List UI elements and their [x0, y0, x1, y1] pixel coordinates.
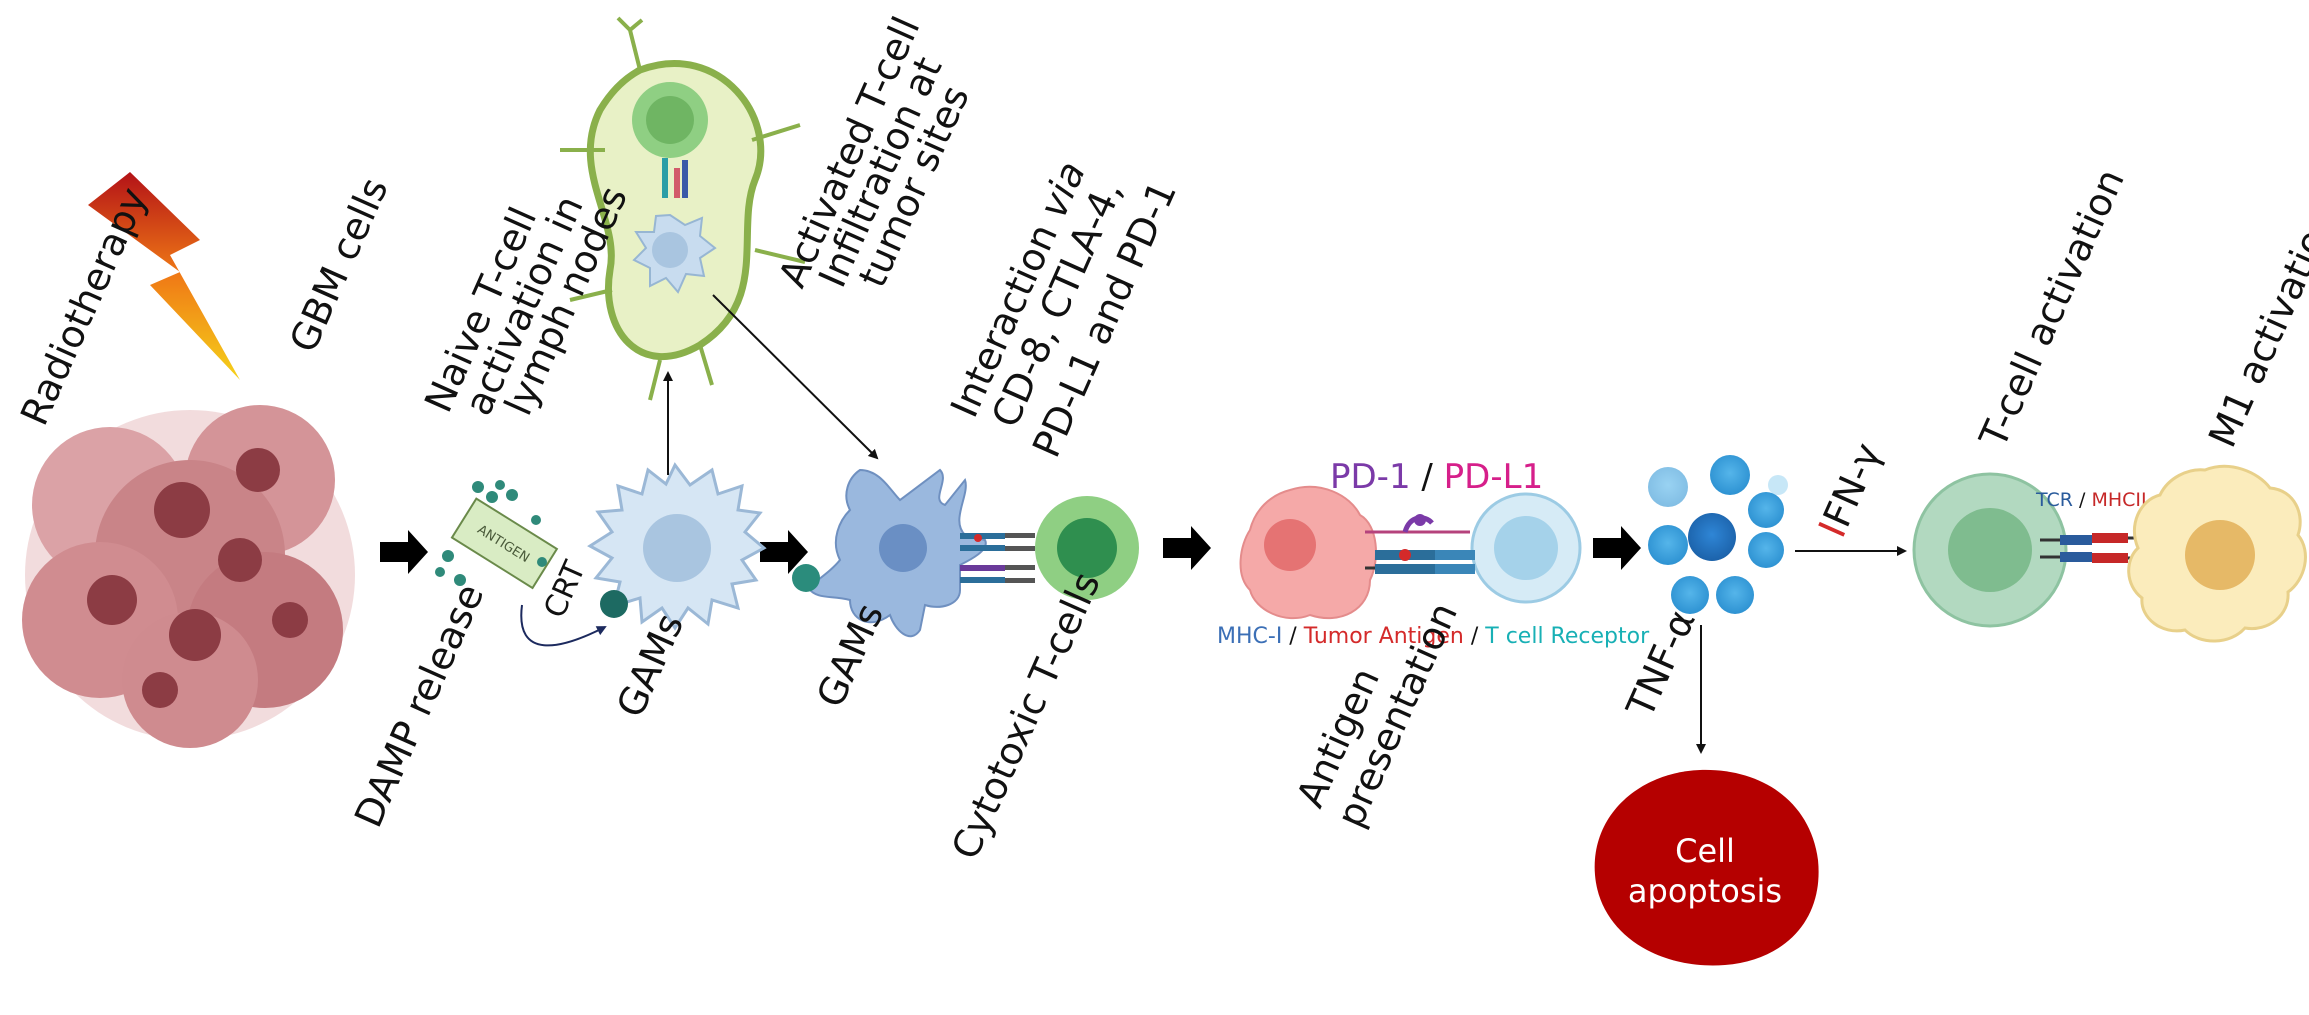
apoptosis-cell-icon	[1594, 769, 1819, 966]
tcell-activation-label: T-cell activation	[1971, 163, 2133, 455]
macrophage-icon	[2127, 464, 2307, 643]
tcr-legend: TCR / MHCII	[2035, 489, 2147, 511]
dendritic-cell-icon-2	[806, 468, 987, 638]
receptor-pairs-icon	[960, 533, 1035, 583]
pd-legend: PD-1 / PD-L1	[1330, 457, 1543, 497]
lightning-bolt-icon	[88, 172, 240, 380]
radiotherapy-label: Radiotherapy	[12, 181, 156, 432]
diagonal-arrow	[712, 294, 879, 460]
tnf-label: TNF-α	[1618, 603, 1704, 724]
damp-release-label: DAMP release	[346, 577, 492, 833]
mhc-legend: MHC-I / Tumor Antigen / T cell Receptor	[1217, 624, 1650, 649]
big-arrow-3	[1163, 526, 1211, 570]
dendritic-cell-icon	[587, 462, 767, 631]
pd-receptor-icon	[1365, 514, 1475, 574]
cytotoxic-t-cell-icon	[1035, 496, 1139, 600]
gams-label-2: GAMs	[808, 597, 892, 714]
m1-activation-label: M1 activation	[2200, 201, 2309, 454]
big-arrow-2	[760, 530, 808, 574]
t-cell-icon	[1470, 492, 1582, 604]
gams-label-1: GAMs	[608, 607, 692, 724]
ifn-label: IFN-γ	[1810, 437, 1890, 544]
big-arrow-4	[1593, 526, 1641, 570]
lymph-node-icon	[560, 16, 806, 401]
tumor-cell-icon	[1239, 485, 1377, 620]
apoptosis-line2: apoptosis	[1628, 872, 1782, 910]
tumor-cell-cluster-icon	[22, 405, 355, 748]
cytotoxic-label: Cytotoxic T-cells	[943, 566, 1109, 866]
big-arrow-1	[380, 530, 428, 574]
antigen-tag-icon: ANTIGEN	[435, 480, 559, 590]
cytokine-cluster-icon	[1648, 455, 1788, 614]
apoptosis-line1: Cell	[1675, 832, 1735, 870]
crt-arrow	[520, 604, 607, 647]
molecule-icon	[792, 564, 820, 592]
t-cell-activation-icon	[1912, 472, 2068, 628]
crt-molecule-icon	[600, 590, 628, 618]
gbm-cells-label: GBM cells	[281, 171, 397, 358]
